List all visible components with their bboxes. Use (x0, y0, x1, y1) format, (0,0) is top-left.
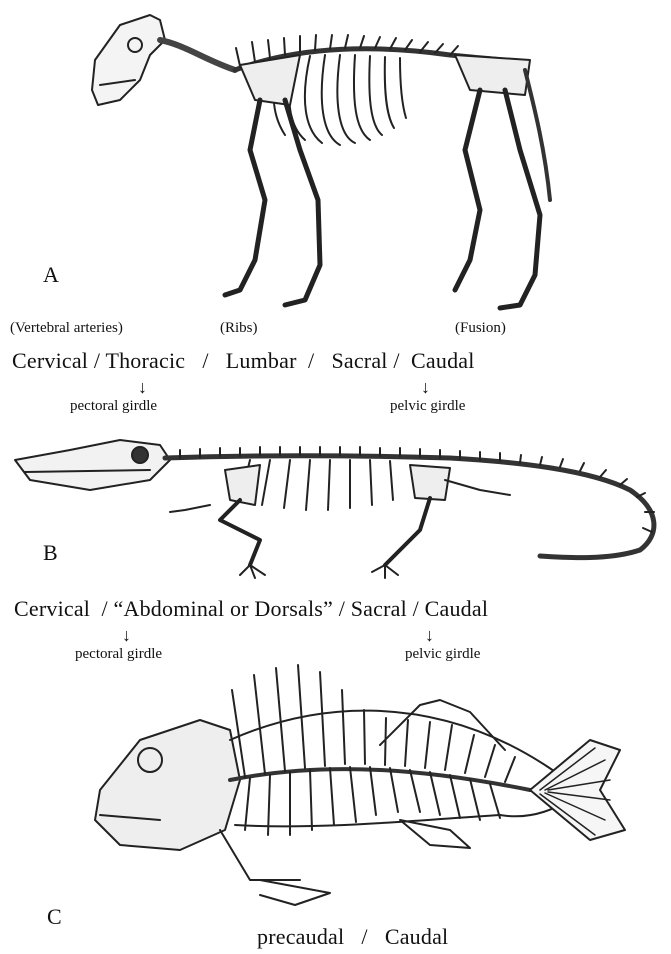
pelvic-girdle-label-a: pelvic girdle (390, 398, 465, 415)
region-sacral: Sacral (331, 348, 387, 373)
separator: / (339, 596, 345, 621)
panel-letter-a: A (43, 262, 59, 288)
note-vertebral-arteries: (Vertebral arteries) (10, 320, 123, 337)
panel-letter-b: B (43, 540, 58, 566)
region-labels-c: precaudal / Caudal (257, 924, 448, 950)
separator: / (102, 596, 108, 621)
down-arrow-icon: ↓ (421, 378, 430, 396)
note-fusion: (Fusion) (455, 320, 506, 337)
separator: / (308, 348, 314, 373)
pelvic-girdle-label-b: pelvic girdle (405, 646, 480, 663)
region-labels-b: Cervical / “Abdominal or Dorsals” / Sacr… (14, 596, 488, 622)
separator: / (393, 348, 399, 373)
region-caudal: Caudal (425, 596, 489, 621)
note-ribs: (Ribs) (220, 320, 258, 337)
region-thoracic: Thoracic (105, 348, 185, 373)
pectoral-girdle-label-a: pectoral girdle (70, 398, 157, 415)
down-arrow-icon: ↓ (122, 626, 131, 644)
separator: / (413, 596, 419, 621)
down-arrow-icon: ↓ (425, 626, 434, 644)
separator: / (94, 348, 100, 373)
region-sacral: Sacral (351, 596, 407, 621)
separator: / (202, 348, 208, 373)
region-cervical: Cervical (14, 596, 90, 621)
region-caudal: Caudal (385, 924, 449, 949)
region-cervical: Cervical (12, 348, 88, 373)
region-labels-a: Cervical / Thoracic / Lumbar / Sacral / … (12, 348, 475, 374)
down-arrow-icon: ↓ (138, 378, 147, 396)
separator: / (361, 924, 367, 949)
region-caudal: Caudal (411, 348, 475, 373)
region-precaudal: precaudal (257, 924, 344, 949)
pectoral-girdle-label-b: pectoral girdle (75, 646, 162, 663)
region-lumbar: Lumbar (226, 348, 297, 373)
region-abdominal-dorsals: “Abdominal or Dorsals” (114, 596, 333, 621)
panel-letter-c: C (47, 904, 62, 930)
